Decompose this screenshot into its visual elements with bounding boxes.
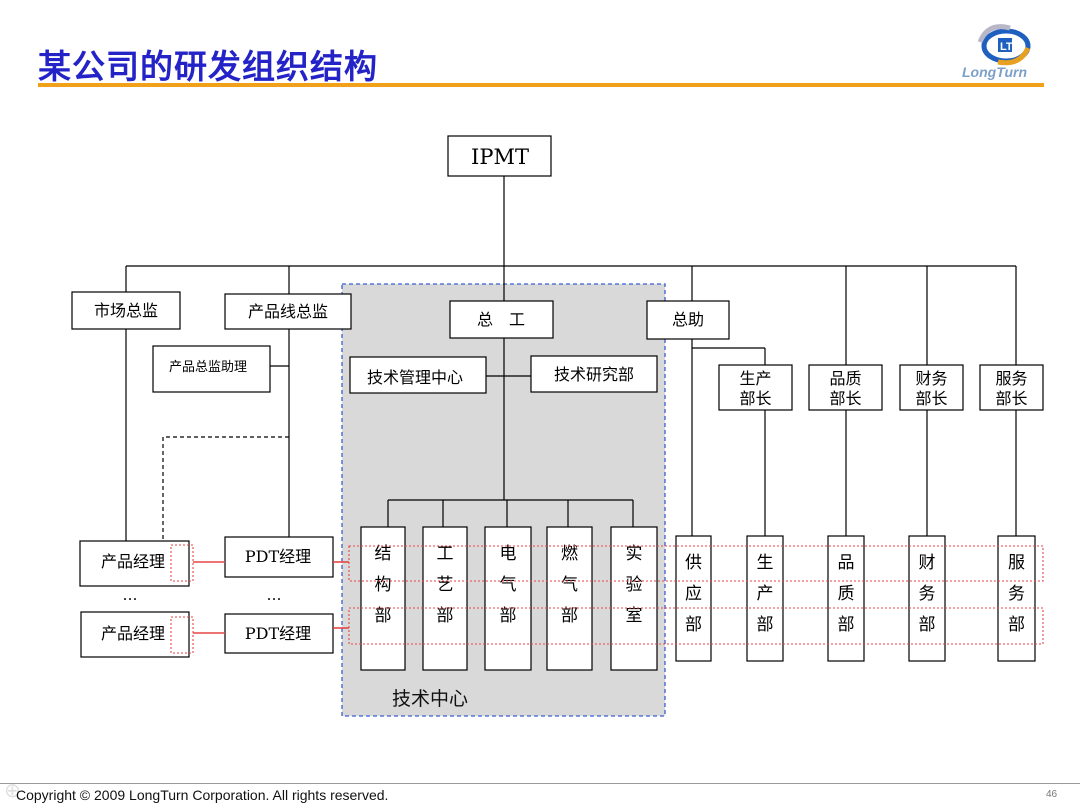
department-box bbox=[997, 535, 1036, 662]
tech-center-label: 技术中心 bbox=[392, 688, 468, 710]
department-head-label: 生产 bbox=[739, 369, 771, 388]
ipmt-label: IPMT bbox=[471, 145, 529, 169]
ellipsis-left: … bbox=[123, 586, 138, 604]
department-label-char: 电 bbox=[500, 544, 517, 564]
marketing-director-label: 市场总监 bbox=[94, 301, 158, 320]
marketing-director-box bbox=[71, 291, 181, 330]
department-label-char: 部 bbox=[838, 615, 855, 635]
department-label-char: 部 bbox=[500, 606, 517, 626]
department-head-label: 财务 bbox=[915, 369, 947, 388]
pm-highlight-2 bbox=[170, 616, 194, 654]
product-manager-label-1: 产品经理 bbox=[101, 552, 165, 571]
tech-research-dept-label: 技术研究部 bbox=[554, 365, 634, 384]
product-director-assistant-box bbox=[152, 345, 271, 393]
department-label-char: 部 bbox=[375, 606, 392, 626]
department-label-char: 质 bbox=[838, 584, 855, 604]
pm-highlight-1 bbox=[170, 544, 194, 582]
assistant-gm-box bbox=[646, 300, 730, 340]
department-head-box bbox=[808, 364, 883, 411]
department-head-label: 部长 bbox=[995, 389, 1027, 408]
product-line-director-box bbox=[224, 293, 352, 330]
department-box bbox=[675, 535, 712, 662]
department-box bbox=[422, 526, 468, 671]
department-label-char: 生 bbox=[757, 553, 774, 573]
row-highlights bbox=[170, 544, 1044, 654]
department-label-char: 室 bbox=[626, 606, 643, 626]
department-label-char: 务 bbox=[1008, 584, 1025, 604]
department-label-char: 气 bbox=[500, 575, 517, 595]
department-head-label: 部长 bbox=[829, 389, 861, 408]
department-label-char: 供 bbox=[685, 553, 702, 573]
row-highlight-links bbox=[193, 561, 349, 634]
department-label-char: 验 bbox=[626, 575, 643, 595]
department-head-label: 品质 bbox=[829, 369, 861, 388]
pdt-manager-label-2: PDT经理 bbox=[245, 624, 311, 643]
row-highlight-2 bbox=[348, 607, 1044, 645]
logo-text: LongTurn bbox=[962, 64, 1028, 80]
department-box bbox=[827, 535, 865, 662]
department-box bbox=[610, 526, 658, 671]
assistant-gm-label: 总助 bbox=[672, 310, 704, 329]
department-label-char: 艺 bbox=[437, 575, 454, 595]
department-head-label: 部长 bbox=[915, 389, 947, 408]
tech-management-center-box bbox=[349, 356, 487, 394]
department-label-char: 燃 bbox=[561, 544, 578, 564]
department-label-char: 结 bbox=[375, 544, 392, 564]
chief-engineer-label: 总 工 bbox=[477, 310, 525, 329]
department-label-char: 务 bbox=[919, 584, 936, 604]
department-label-char: 部 bbox=[437, 606, 454, 626]
department-label-char: 品 bbox=[838, 553, 855, 573]
ipmt-box bbox=[447, 135, 552, 177]
connector-lines bbox=[125, 176, 1017, 541]
department-label-char: 部 bbox=[561, 606, 578, 626]
department-box bbox=[908, 535, 946, 662]
page-number: 46 bbox=[1046, 789, 1058, 800]
department-label-char: 产 bbox=[757, 584, 774, 604]
department-label-char: 部 bbox=[919, 615, 936, 635]
department-label-char: 财 bbox=[919, 553, 936, 573]
row-highlight-1 bbox=[348, 545, 1044, 582]
department-label-char: 部 bbox=[685, 615, 702, 635]
tech-management-center-label: 技术管理中心 bbox=[367, 368, 463, 387]
department-label-char: 工 bbox=[437, 544, 454, 564]
department-label-char: 部 bbox=[1008, 615, 1025, 635]
department-label-char: 构 bbox=[375, 575, 392, 595]
product-line-director-label: 产品线总监 bbox=[248, 302, 328, 321]
watermark-icon: ⊕ bbox=[4, 778, 21, 802]
department-label-char: 应 bbox=[685, 584, 702, 604]
ellipsis-mid: … bbox=[267, 586, 282, 604]
department-label-char: 服 bbox=[1008, 553, 1025, 573]
org-chart: 技术中心 bbox=[71, 135, 1044, 717]
department-label-char: 部 bbox=[757, 615, 774, 635]
department-head-label: 部长 bbox=[739, 389, 771, 408]
department-label-char: 气 bbox=[561, 575, 578, 595]
department-head-box bbox=[718, 364, 793, 411]
department-head-box bbox=[899, 364, 964, 411]
department-box bbox=[360, 526, 406, 671]
department-head-label: 服务 bbox=[995, 369, 1027, 388]
svg-text:LT: LT bbox=[1000, 41, 1013, 53]
department-box bbox=[484, 526, 532, 671]
tech-research-dept-box bbox=[530, 355, 658, 393]
department-box bbox=[746, 535, 784, 662]
chief-engineer-box bbox=[449, 300, 554, 339]
product-director-assistant-label: 产品总监助理 bbox=[169, 360, 247, 375]
department-label-char: 实 bbox=[626, 544, 643, 564]
footer-divider bbox=[0, 783, 1080, 784]
page-title: 某公司的研发组织结构 bbox=[38, 47, 378, 86]
pdt-manager-label-1: PDT经理 bbox=[245, 547, 311, 566]
title-underline bbox=[38, 83, 1044, 87]
pdt-manager-box-1 bbox=[224, 536, 334, 578]
product-manager-label-2: 产品经理 bbox=[101, 624, 165, 643]
department-head-box bbox=[979, 364, 1044, 411]
longturn-logo-icon: LT bbox=[977, 24, 1031, 66]
dashed-connector bbox=[162, 436, 289, 541]
copyright: Copyright © 2009 LongTurn Corporation. A… bbox=[16, 787, 389, 803]
department-box bbox=[546, 526, 593, 671]
